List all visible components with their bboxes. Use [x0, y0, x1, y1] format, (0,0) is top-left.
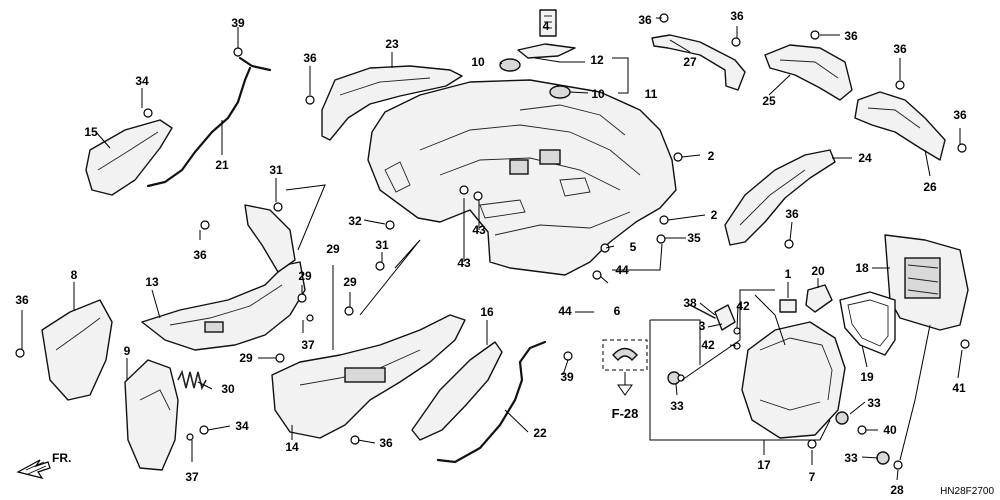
callout-39: 39: [560, 370, 574, 384]
callout-44: 44: [615, 263, 629, 277]
clip-part: [539, 9, 557, 37]
rear-stay-part: [651, 34, 746, 91]
callout-10: 10: [591, 87, 605, 101]
callout-29: 29: [298, 269, 312, 283]
left-splash-guard-part: [41, 299, 113, 401]
callout-12: 12: [590, 53, 604, 67]
callout-5: 5: [630, 240, 637, 254]
left-fender-flap-part: [321, 65, 463, 141]
callout-26: 26: [923, 180, 937, 194]
front-arrow-label: FR.: [52, 451, 71, 465]
callout-34: 34: [135, 74, 149, 88]
toolbox-lid-part: [884, 234, 969, 331]
callout-31: 31: [375, 238, 389, 252]
callout-19: 19: [860, 370, 874, 384]
callout-44: 44: [558, 304, 572, 318]
rear-fender-part: [367, 79, 677, 276]
callout-25: 25: [762, 94, 776, 108]
callout-16: 16: [480, 305, 494, 319]
callout-36: 36: [638, 13, 652, 27]
diagram-code: HN28F2700: [940, 486, 994, 497]
callout-6: 6: [614, 304, 621, 318]
callout-2: 2: [708, 149, 715, 163]
callout-22: 22: [533, 426, 547, 440]
callout-36: 36: [15, 293, 29, 307]
callout-2: 2: [711, 208, 718, 222]
callout-11: 11: [645, 87, 658, 101]
small-plate-part: [779, 299, 797, 313]
callout-43: 43: [472, 223, 486, 237]
rubber-bushing-part: [499, 58, 571, 99]
callout-28: 28: [890, 483, 904, 497]
callout-8: 8: [71, 268, 78, 282]
right-fender-flap-part: [724, 149, 836, 246]
front-arrow-icon: [16, 459, 51, 479]
callout-4: 4: [543, 19, 550, 33]
callout-10: 10: [471, 55, 485, 69]
left-mudguard-part: [141, 204, 306, 351]
mount-plate-part: [517, 43, 576, 59]
callout-21: 21: [215, 158, 229, 172]
callout-32: 32: [348, 214, 362, 228]
right-splash-panel-part: [411, 341, 503, 441]
callout-33: 33: [867, 396, 881, 410]
callout-40: 40: [883, 423, 897, 437]
callout-37: 37: [185, 470, 199, 484]
left-lower-guard-part: [124, 359, 179, 471]
callout-36: 36: [844, 29, 858, 43]
left-side-cover-part: [85, 119, 173, 196]
callout-1: 1: [785, 267, 792, 281]
callout-24: 24: [858, 151, 872, 165]
rear-right-cover-part: [854, 91, 946, 161]
spring-part: [177, 369, 207, 391]
right-bracket-part: [764, 44, 853, 101]
callout-38: 38: [683, 296, 697, 310]
callout-33: 33: [670, 399, 684, 413]
callout-14: 14: [285, 440, 299, 454]
grommet-part: [667, 371, 890, 465]
callout-36: 36: [303, 51, 317, 65]
callout-23: 23: [385, 37, 399, 51]
leader-lines: [21, 17, 963, 481]
f28-reference: [602, 339, 648, 396]
latch-part: [805, 284, 833, 313]
callout-7: 7: [809, 470, 816, 484]
callout-36: 36: [785, 207, 799, 221]
seal-part: [839, 291, 896, 356]
callout-30: 30: [221, 382, 235, 396]
callout-41: 41: [952, 381, 966, 395]
callout-31: 31: [269, 163, 283, 177]
callout-33: 33: [844, 451, 858, 465]
callout-34: 34: [235, 419, 249, 433]
callout-20: 20: [811, 264, 825, 278]
callout-29: 29: [343, 275, 357, 289]
callout-17: 17: [757, 458, 771, 472]
callout-43: 43: [457, 256, 471, 270]
callout-3: 3: [699, 319, 706, 333]
callout-42: 42: [701, 338, 715, 352]
wire-harness-part: [146, 56, 272, 188]
reference-label: F-28: [612, 406, 639, 421]
right-mudguard-part: [271, 314, 466, 439]
rear-wire-harness-part: [436, 340, 547, 464]
callout-35: 35: [687, 231, 701, 245]
callout-9: 9: [124, 344, 131, 358]
callout-13: 13: [145, 275, 159, 289]
callout-29: 29: [239, 351, 253, 365]
callout-36: 36: [193, 248, 207, 262]
callout-39: 39: [231, 16, 245, 30]
callout-37: 37: [301, 338, 315, 352]
callout-36: 36: [893, 42, 907, 56]
callout-36: 36: [953, 108, 967, 122]
callout-27: 27: [683, 55, 697, 69]
callout-18: 18: [855, 261, 869, 275]
callout-36: 36: [730, 9, 744, 23]
callout-15: 15: [84, 125, 98, 139]
toolbox-part: [741, 321, 846, 439]
callout-36: 36: [379, 436, 393, 450]
callout-42: 42: [736, 299, 750, 313]
callout-29: 29: [326, 242, 340, 256]
